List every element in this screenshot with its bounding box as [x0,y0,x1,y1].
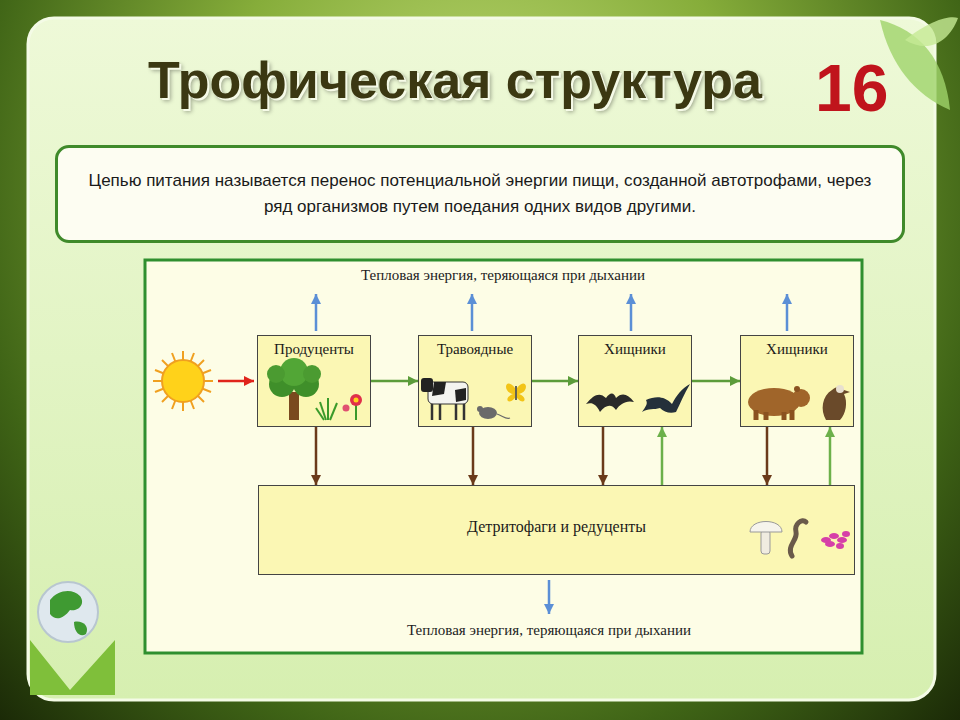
diagram-frame [145,260,862,653]
slide-panel [28,18,935,700]
slide-title: Трофическая структура [100,50,810,110]
worm-icon [790,521,806,556]
bat-icon [586,394,634,413]
node-text: Цепью питания называется перенос потенци… [82,168,878,220]
trophic-level-box: Хищники [740,335,854,427]
node-text: Хищники [741,341,853,358]
mouse-icon [477,406,510,419]
mushroom-icon [750,522,782,555]
sun-icon [153,351,213,411]
node-text: Хищники [579,341,691,358]
decomposers-band: Детритофаги и редуценты [258,485,855,575]
heat-loss-label: Тепловая энергия, теряющаяся при дыхании [358,267,648,284]
flow-arrow [661,427,664,485]
cow-icon [421,378,468,420]
node-text: Детритофаги и редуценты [259,518,854,536]
swallow-icon [642,384,690,413]
bear-icon [748,386,810,420]
flow-arrow [371,380,418,383]
flow-arrow [692,380,740,383]
butterfly-icon [506,384,526,402]
definition-box: Цепью питания называется перенос потенци… [55,145,905,243]
solar-energy-arrow [218,380,254,383]
bacteria-icon [821,531,850,549]
flow-arrow [532,380,578,383]
node-text: Травоядные [419,341,531,358]
flower-icon [343,394,363,420]
flow-arrow [315,427,318,485]
leaf-decoration [905,17,958,46]
flow-arrow [472,427,475,485]
eagle-icon [823,385,850,420]
node-text: Продуценты [258,341,370,358]
trophic-level-box: Хищники [578,335,692,427]
heat-loss-label: Тепловая энергия, теряющаяся при дыхании [404,622,694,639]
slide-number: 16 [812,50,891,126]
flow-arrow [829,427,832,485]
globe-icon [30,582,115,695]
trophic-level-box: Травоядные [418,335,532,427]
flow-arrow [602,427,605,485]
trophic-level-box: Продуценты [257,335,371,427]
tree-icon [267,358,321,420]
flow-arrow [766,427,769,485]
grass-icon [316,398,337,420]
